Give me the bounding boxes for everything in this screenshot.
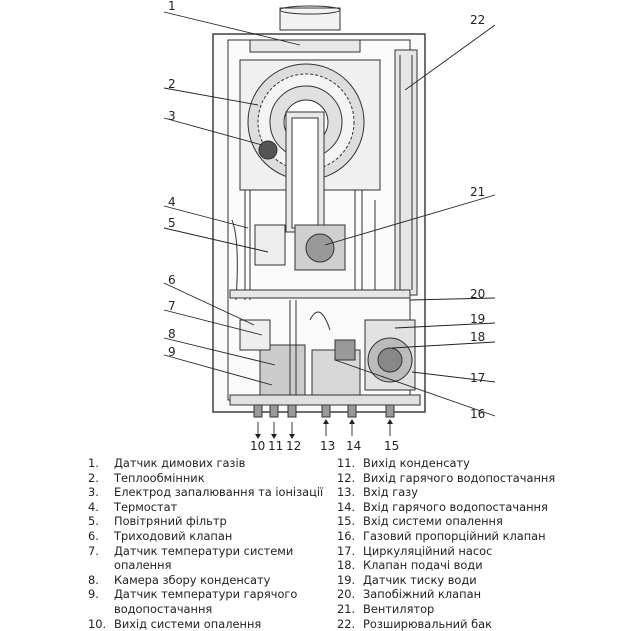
legend-text: Газовий пропорційний клапан xyxy=(363,528,546,543)
legend-number: 12. xyxy=(337,470,356,485)
legend-text: Вхід гарячого водопостачання xyxy=(363,499,548,514)
legend-text: Вхід системи опалення xyxy=(363,514,503,529)
legend-text: Запобіжний клапан xyxy=(363,587,482,602)
callout-4: 4 xyxy=(168,195,176,209)
legend-text: Розширювальний бак xyxy=(363,616,492,631)
legend-item: 7. Датчик температури системи опалення xyxy=(88,544,328,573)
legend-item: 13. Вхід газу xyxy=(337,485,627,500)
legend-item: 11. Вихід конденсату xyxy=(337,456,627,471)
legend-number: 13. xyxy=(337,485,356,500)
legend-number: 3. xyxy=(88,485,99,500)
callout-1: 1 xyxy=(168,0,176,13)
legend-item: 2. Теплообмінник xyxy=(88,471,328,486)
legend-text: Вихід гарячого водопостачання xyxy=(363,470,556,485)
legend-item: 15. Вхід системи опалення xyxy=(337,514,627,529)
boiler-drawing xyxy=(212,5,426,418)
legend-number: 9. xyxy=(88,587,99,602)
legend-text: Вхід газу xyxy=(363,485,418,500)
legend-text: Вихід системи опалення xyxy=(114,616,262,631)
bottom-label-12: 12 xyxy=(286,439,301,450)
legend-text: Циркуляційний насос xyxy=(363,543,493,558)
callout-20: 20 xyxy=(470,287,485,301)
callout-21: 21 xyxy=(470,185,485,199)
legend-number: 22. xyxy=(337,616,356,631)
legend-item: 9. Датчик температури гарячого водопостач… xyxy=(88,587,328,616)
legend-number: 17. xyxy=(337,543,356,558)
legend-item: 12. Вихід гарячого водопостачання xyxy=(337,471,627,486)
bottom-label-15: 15 xyxy=(384,439,399,450)
legend-text: Вентилятор xyxy=(363,601,435,616)
legend-number: 20. xyxy=(337,587,356,602)
bottom-label-14: 14 xyxy=(346,439,361,450)
legend-number: 18. xyxy=(337,558,356,573)
bottom-label-13: 13 xyxy=(320,439,335,450)
legend-text: Клапан подачі води xyxy=(363,558,483,573)
legend-item: 19. Датчик тиску води xyxy=(337,573,627,588)
legend-number: 15. xyxy=(337,514,356,529)
legend-item: 14. Вхід гарячого водопостачання xyxy=(337,500,627,515)
legend-number: 8. xyxy=(88,572,99,587)
legend-text: Датчик тиску води xyxy=(363,572,477,587)
legend-item: 8. Камера збору конденсату xyxy=(88,573,328,588)
bottom-label-11: 11 xyxy=(268,439,283,450)
callout-7: 7 xyxy=(168,299,176,313)
legend-number: 21. xyxy=(337,601,356,616)
legend-number: 16. xyxy=(337,528,356,543)
legend-number: 1. xyxy=(88,456,99,470)
legend-item: 4. Термостат xyxy=(88,500,328,515)
legend-left: 1. Датчик димових газів 2. Теплообмінник 3. Е… xyxy=(88,456,328,631)
legend-number: 4. xyxy=(88,499,99,514)
legend-item: 22. Розширювальний бак xyxy=(337,617,627,631)
legend-number: 6. xyxy=(88,528,99,543)
legend-item: 3. Електрод запалювання та іонізації xyxy=(88,485,328,500)
arrow-heads xyxy=(255,419,393,439)
legend-item: 17. Циркуляційний насос xyxy=(337,544,627,559)
legend-text: Теплообмінник xyxy=(114,470,205,485)
callout-9: 9 xyxy=(168,345,176,359)
legend-text: Датчик димових газів xyxy=(114,456,246,470)
callout-5: 5 xyxy=(168,216,176,230)
legend-item: 1. Датчик димових газів xyxy=(88,456,328,471)
legend-item: 21. Вентилятор xyxy=(337,602,627,617)
callout-16: 16 xyxy=(470,407,485,421)
legend-item: 20. Запобіжний клапан xyxy=(337,587,627,602)
legend-text: Термостат xyxy=(114,499,178,514)
legend-text: Камера збору конденсату xyxy=(114,572,271,587)
legend-text: Електрод запалювання та іонізації xyxy=(114,485,324,500)
callout-18: 18 xyxy=(470,330,485,344)
legend-number: 7. xyxy=(88,543,99,558)
legend-item: 10. Вихід системи опалення xyxy=(88,617,328,631)
legend-right: 11. Вихід конденсату 12. Вихід гарячого вод… xyxy=(337,456,627,631)
callout-17: 17 xyxy=(470,371,485,385)
legend-number: 19. xyxy=(337,572,356,587)
legend-text: Повітряний фільтр xyxy=(114,514,227,529)
legend-text: Вихід конденсату xyxy=(363,456,470,470)
legend-item: 5. Повітряний фільтр xyxy=(88,514,328,529)
legend-text: Датчик температури гарячого водопостачан… xyxy=(114,587,298,616)
legend-number: 10. xyxy=(88,616,107,631)
boiler-diagram: 1 2 3 4 5 6 7 8 9 22 21 20 19 18 17 16 1… xyxy=(163,0,496,450)
legend-item: 6. Триходовий клапан xyxy=(88,529,328,544)
callout-6: 6 xyxy=(168,273,176,287)
callout-8: 8 xyxy=(168,327,176,341)
legend-number: 11. xyxy=(337,456,356,470)
legend-text: Триходовий клапан xyxy=(114,528,233,543)
callout-3: 3 xyxy=(168,109,176,123)
legend-number: 5. xyxy=(88,514,99,529)
legend-item: 18. Клапан подачі води xyxy=(337,558,627,573)
legend-text: Датчик температури системи опалення xyxy=(114,543,294,573)
bottom-label-10: 10 xyxy=(250,439,265,450)
legend-number: 14. xyxy=(337,499,356,514)
legend-item: 16. Газовий пропорційний клапан xyxy=(337,529,627,544)
callout-2: 2 xyxy=(168,77,176,91)
callout-19: 19 xyxy=(470,312,485,326)
callout-22: 22 xyxy=(470,13,485,27)
legend-number: 2. xyxy=(88,470,99,485)
leader-lines xyxy=(163,11,496,436)
